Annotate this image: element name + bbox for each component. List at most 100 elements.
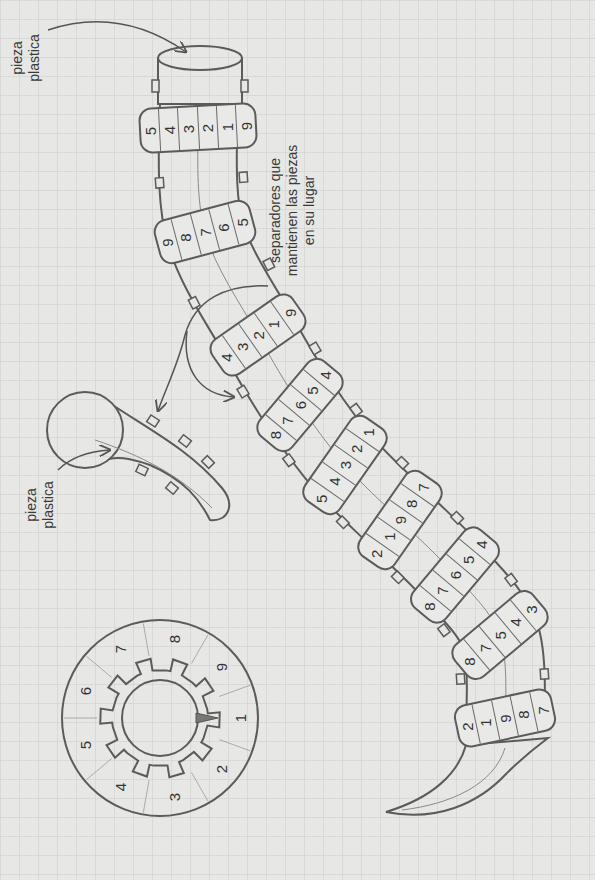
dial-number: 2 bbox=[214, 765, 229, 773]
tube-outline bbox=[198, 96, 506, 718]
position-number: 1 bbox=[381, 532, 396, 540]
dial-number: 9 bbox=[214, 662, 229, 670]
dial-division bbox=[219, 740, 250, 751]
position-number: 7 bbox=[198, 228, 213, 236]
tube-midline bbox=[198, 96, 506, 718]
separator-tab bbox=[309, 342, 321, 355]
ring-segment: 98765 bbox=[151, 197, 259, 267]
position-number: 1 bbox=[361, 428, 376, 436]
position-number: 1 bbox=[266, 320, 281, 328]
separator-tab bbox=[155, 178, 164, 189]
ring-cell: 5 bbox=[140, 109, 160, 152]
leader-lines bbox=[48, 22, 268, 470]
gear-hole bbox=[122, 680, 198, 756]
tentacle-detail bbox=[47, 392, 229, 520]
ring-cell: 5 bbox=[227, 199, 257, 245]
separator-tab bbox=[136, 464, 148, 475]
position-number: 4 bbox=[317, 371, 332, 379]
separator-tab bbox=[188, 296, 200, 309]
position-number: 8 bbox=[404, 499, 419, 507]
separator-tab bbox=[152, 80, 159, 92]
position-number: 1 bbox=[479, 718, 494, 726]
position-number: 8 bbox=[268, 431, 283, 439]
dial-division bbox=[143, 623, 149, 655]
dial-rim bbox=[62, 620, 258, 816]
top-cap bbox=[152, 46, 248, 104]
separator-tab bbox=[396, 456, 409, 469]
dial-division bbox=[86, 758, 111, 779]
separator-tab bbox=[505, 573, 517, 586]
separator-tab bbox=[202, 456, 215, 469]
tube-body bbox=[198, 96, 506, 718]
dial-number: 8 bbox=[166, 635, 181, 643]
ring-cell: 9 bbox=[153, 219, 182, 264]
position-number: 9 bbox=[282, 309, 297, 317]
position-number: 3 bbox=[338, 461, 353, 469]
separator-tab bbox=[237, 385, 249, 398]
tip-outline bbox=[386, 738, 548, 815]
note-label: pieza plastica bbox=[23, 469, 57, 541]
ring-cell: 1 bbox=[472, 701, 499, 744]
position-number: 5 bbox=[305, 386, 320, 394]
tip-midline bbox=[402, 748, 505, 810]
dial-division bbox=[192, 635, 209, 664]
separator-tab bbox=[166, 482, 179, 495]
dial-number: 4 bbox=[113, 783, 128, 791]
position-number: 5 bbox=[143, 126, 158, 134]
note-label: separadores que mantienen las piezas en … bbox=[267, 141, 318, 279]
dial-number: 6 bbox=[77, 686, 92, 694]
dial-division bbox=[86, 656, 111, 677]
position-number: 4 bbox=[326, 477, 341, 485]
dial-division bbox=[143, 780, 149, 812]
position-number: 9 bbox=[498, 714, 513, 722]
dial-number: 7 bbox=[113, 645, 128, 653]
number-dial: 1 2 3 4 5 6 7 8 9 bbox=[60, 618, 260, 818]
ring-cell: 7 bbox=[190, 209, 220, 255]
ring-cell: 2 bbox=[454, 705, 480, 748]
separator-tab bbox=[438, 624, 450, 637]
ring-cell: 9 bbox=[270, 291, 309, 335]
tentacle-midline bbox=[95, 440, 212, 508]
position-number: 7 bbox=[435, 586, 450, 594]
position-number: 3 bbox=[235, 342, 250, 350]
separator-tab bbox=[283, 454, 295, 467]
dial-number: 5 bbox=[77, 741, 92, 749]
dial-number: 3 bbox=[166, 793, 181, 801]
separator-tab bbox=[451, 511, 464, 524]
ring-cell: 9 bbox=[235, 104, 256, 147]
ring-cell: 1 bbox=[216, 105, 237, 148]
leader-arrow bbox=[58, 450, 110, 470]
dial-drawing bbox=[60, 618, 260, 818]
position-number: 5 bbox=[460, 555, 475, 563]
position-number: 8 bbox=[462, 657, 477, 665]
position-number: 8 bbox=[516, 710, 531, 718]
leader-arrow bbox=[48, 22, 186, 52]
position-number: 2 bbox=[369, 549, 384, 557]
position-number: 2 bbox=[349, 444, 364, 452]
position-number: 4 bbox=[508, 618, 523, 626]
ring-segment: 543219 bbox=[138, 102, 258, 154]
tail-tip bbox=[386, 738, 548, 815]
note-label: pieza plastica bbox=[9, 22, 43, 94]
position-number: 5 bbox=[235, 218, 250, 226]
dial-number: 1 bbox=[233, 714, 248, 722]
position-number: 8 bbox=[422, 602, 437, 610]
dial-division bbox=[64, 718, 97, 719]
position-number: 5 bbox=[493, 631, 508, 639]
position-number: 7 bbox=[535, 706, 550, 714]
separator-tab bbox=[179, 435, 192, 447]
ring-segment: 21987 bbox=[452, 686, 559, 750]
position-number: 9 bbox=[238, 121, 253, 129]
dial-division bbox=[219, 685, 250, 696]
separator-tab bbox=[239, 172, 248, 183]
separator-tab bbox=[540, 669, 549, 679]
separator-tab bbox=[241, 80, 248, 92]
position-number: 2 bbox=[200, 123, 215, 131]
dial-pointer bbox=[196, 713, 218, 723]
ring-cell: 2 bbox=[196, 106, 217, 149]
position-number: 4 bbox=[473, 540, 488, 548]
cap-opening bbox=[158, 46, 242, 70]
position-number: 7 bbox=[416, 483, 431, 491]
position-number: 4 bbox=[162, 125, 177, 133]
